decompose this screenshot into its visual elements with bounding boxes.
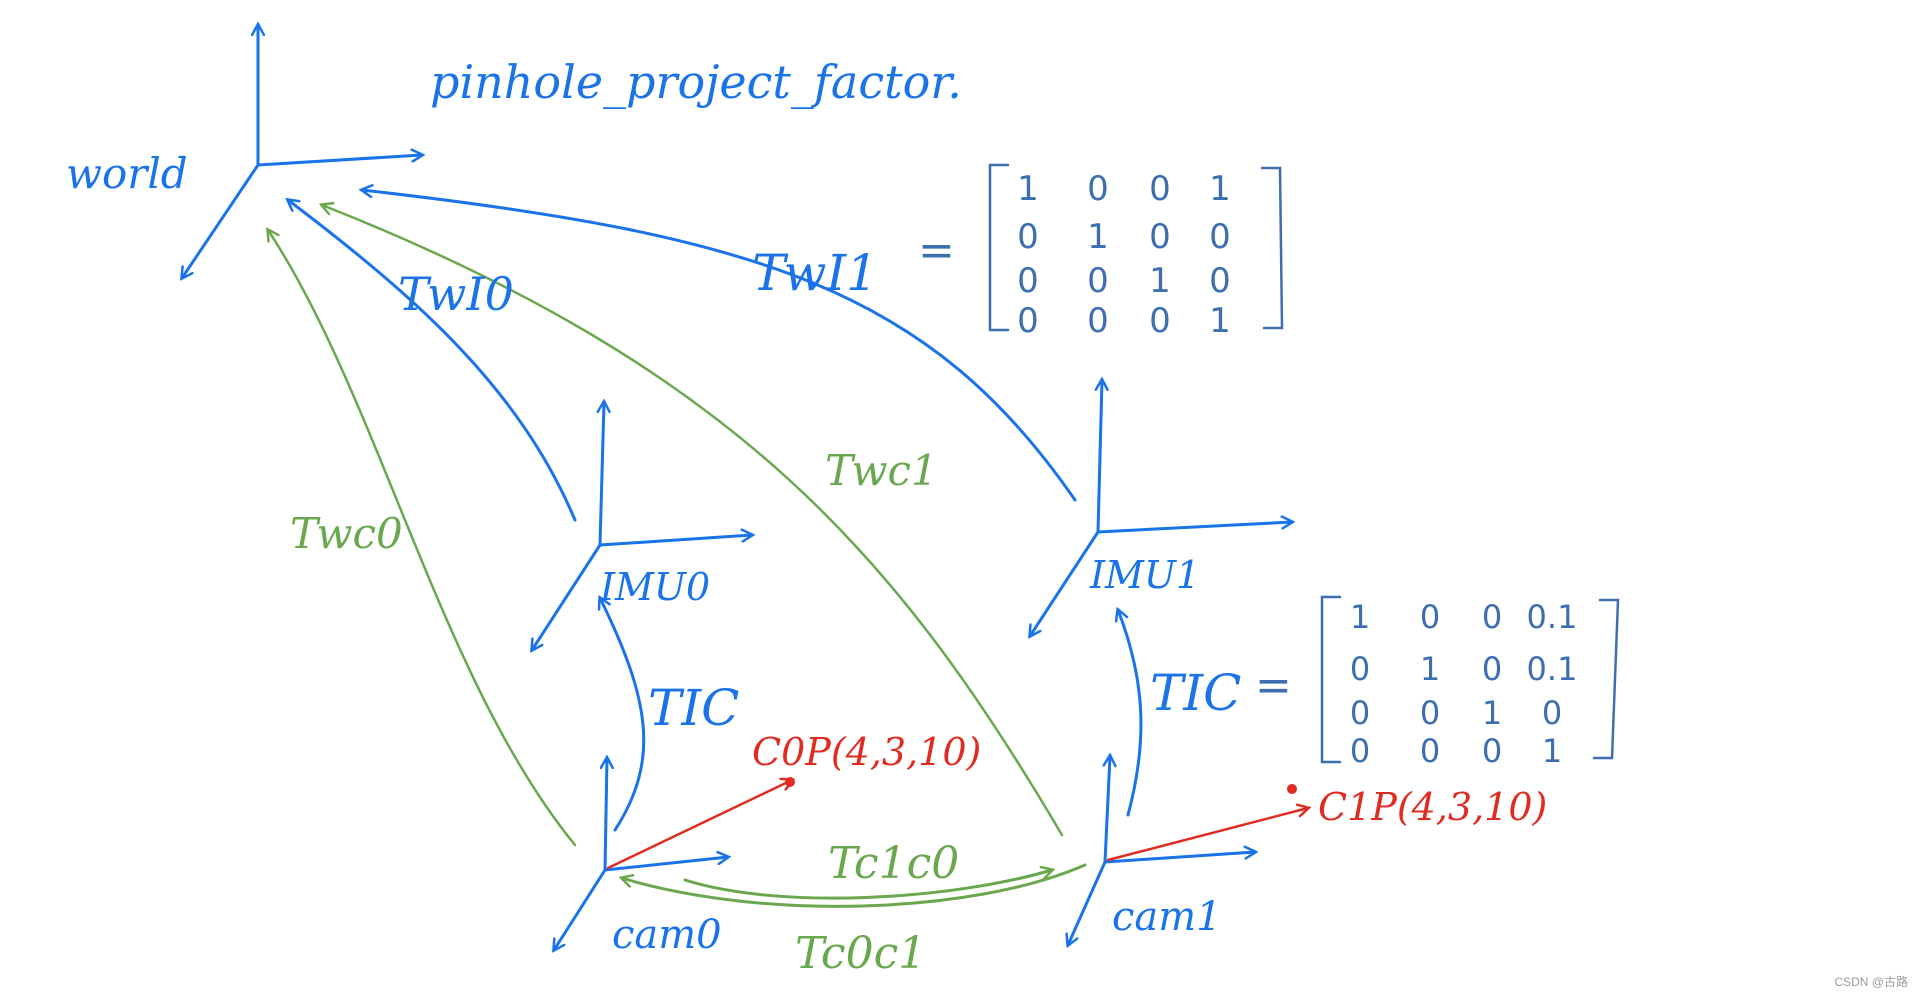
c0p-point — [785, 777, 795, 787]
imu0-label: IMU0 — [599, 565, 710, 609]
tic-matrix-cell: 0 — [1350, 732, 1370, 770]
tic-matrix-cell: 0 — [1542, 694, 1562, 732]
imu0-frame — [532, 402, 752, 650]
tic-left-label: TIC — [648, 679, 739, 737]
twi1-label: TwI1 — [752, 244, 878, 302]
tic-matrix-cell: 0.1 — [1527, 598, 1578, 636]
twc0-arrow — [268, 230, 577, 847]
c1p-label: C1P(4,3,10) — [1318, 785, 1547, 829]
tic-matrix-cell: 0 — [1420, 694, 1440, 732]
twc0-label: Twc0 — [290, 509, 403, 558]
twi1-matrix-cell: 0 — [1087, 261, 1109, 301]
watermark: CSDN @古路 — [1834, 975, 1908, 989]
cam0-label: cam0 — [612, 912, 722, 958]
tic-right-label: TIC — [1150, 664, 1241, 722]
twi1-equals: = — [918, 225, 955, 276]
twi1-matrix-cell: 1 — [1149, 261, 1171, 301]
twi1-matrix-cell: 0 — [1087, 301, 1109, 341]
twi1-matrix-cell: 1 — [1209, 169, 1231, 209]
twi1-matrix-cell: 1 — [1209, 301, 1231, 341]
world-label: world — [66, 149, 188, 198]
tic-matrix-cell: 0 — [1482, 732, 1502, 770]
tc0c1-label: Tc0c1 — [795, 928, 926, 979]
c1p-point — [1287, 784, 1297, 794]
twi1-matrix-cell: 1 — [1017, 169, 1039, 209]
twi1-arrow — [362, 190, 1077, 502]
tic-matrix-cell: 0 — [1482, 598, 1502, 636]
tic-matrix-cell: 0 — [1482, 650, 1502, 688]
twc1-arrow — [322, 205, 1064, 837]
twi1-matrix-cell: 0 — [1209, 217, 1231, 257]
twi1-matrix-cell: 0 — [1017, 301, 1039, 341]
imu1-frame — [1030, 380, 1292, 636]
tic-matrix-cell: 1 — [1542, 732, 1562, 770]
twi1-matrix-cell: 0 — [1017, 217, 1039, 257]
tic-matrix-cell: 1 — [1420, 650, 1440, 688]
tc1c0-label: Tc1c0 — [828, 838, 959, 889]
twi1-matrix-cell: 0 — [1149, 217, 1171, 257]
twi1-matrix-cell: 0 — [1017, 261, 1039, 301]
tic-equals: = — [1255, 660, 1292, 711]
c0p-label: C0P(4,3,10) — [752, 730, 981, 774]
tic-matrix-cell: 1 — [1350, 598, 1370, 636]
twi1-matrix-brackets — [988, 163, 1284, 332]
tc0c1-arrow — [622, 863, 1087, 908]
cam0-frame — [554, 758, 728, 950]
twi1-matrix-cell: 0 — [1209, 261, 1231, 301]
twc1-label: Twc1 — [825, 446, 938, 495]
tic-matrix-cell: 1 — [1482, 694, 1502, 732]
twi1-matrix-cell: 1 — [1087, 217, 1109, 257]
tic-right-arrow — [1118, 610, 1143, 817]
tic-matrix-cell: 0 — [1350, 650, 1370, 688]
tic-matrix-cell: 0 — [1350, 694, 1370, 732]
tic-matrix-cell: 0 — [1420, 732, 1440, 770]
tic-matrix-cell: 0 — [1420, 598, 1440, 636]
twi0-label: TwI0 — [398, 267, 514, 321]
twi1-matrix-cell: 0 — [1087, 169, 1109, 209]
c0p-arrow — [606, 780, 792, 870]
imu1-label: IMU1 — [1089, 553, 1200, 597]
twi1-matrix-cell: 0 — [1149, 169, 1171, 209]
tc1c0-arrow — [683, 870, 1052, 900]
tic-matrix-brackets — [1320, 595, 1620, 764]
c1p-arrow — [1106, 808, 1308, 862]
tic-matrix-cell: 0.1 — [1527, 650, 1578, 688]
diagram-title: pinhole_project_factor. — [430, 55, 962, 109]
twi1-matrix-cell: 0 — [1149, 301, 1171, 341]
world-frame — [182, 25, 422, 278]
cam1-frame — [1068, 756, 1255, 945]
tic-left-arrow — [600, 598, 646, 832]
twi0-arrow — [288, 200, 577, 522]
cam1-label: cam1 — [1112, 894, 1222, 940]
